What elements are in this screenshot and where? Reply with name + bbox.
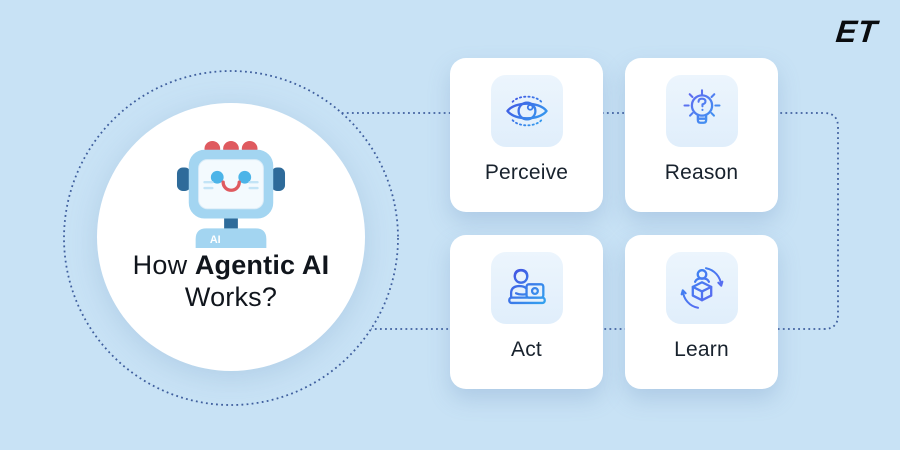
lightbulb-question-icon <box>682 89 721 124</box>
robot-ear <box>271 167 286 192</box>
card-label: Act <box>511 338 542 361</box>
act-icon-tile <box>490 252 563 324</box>
dotted-bracket-line <box>341 112 839 330</box>
card-reason: Reason <box>625 58 778 212</box>
cycle-cube-icon <box>680 267 723 309</box>
title-bold: Agentic AI <box>194 250 330 280</box>
robot-neck <box>224 216 238 231</box>
robot-body <box>195 228 267 248</box>
robot-smile <box>221 180 241 192</box>
person-laptop-icon <box>507 268 546 305</box>
card-label: Learn <box>674 338 729 361</box>
robot-ear <box>176 167 191 192</box>
robot-chest-label: AI <box>210 234 221 246</box>
perceive-icon-tile <box>490 75 563 147</box>
card-label: Perceive <box>484 161 569 184</box>
eye-icon <box>505 95 548 127</box>
robot-eye <box>210 170 224 184</box>
steps-grid: Perceive Reason <box>450 58 778 389</box>
robot-ai-icon: AI <box>176 140 286 248</box>
dotted-circle <box>63 70 399 406</box>
card-perceive: Perceive <box>450 58 603 212</box>
card-label: Reason <box>664 161 739 184</box>
robot-screen <box>198 159 264 210</box>
reason-icon-tile <box>665 75 738 147</box>
title-prefix: How <box>132 250 188 280</box>
title-line-2: Works? <box>184 282 278 312</box>
et-logo: ET <box>834 14 880 49</box>
robot-eye <box>238 170 252 184</box>
card-act: Act <box>450 235 603 389</box>
robot-whiskers <box>203 181 259 190</box>
card-learn: Learn <box>625 235 778 389</box>
learn-icon-tile <box>665 252 738 324</box>
